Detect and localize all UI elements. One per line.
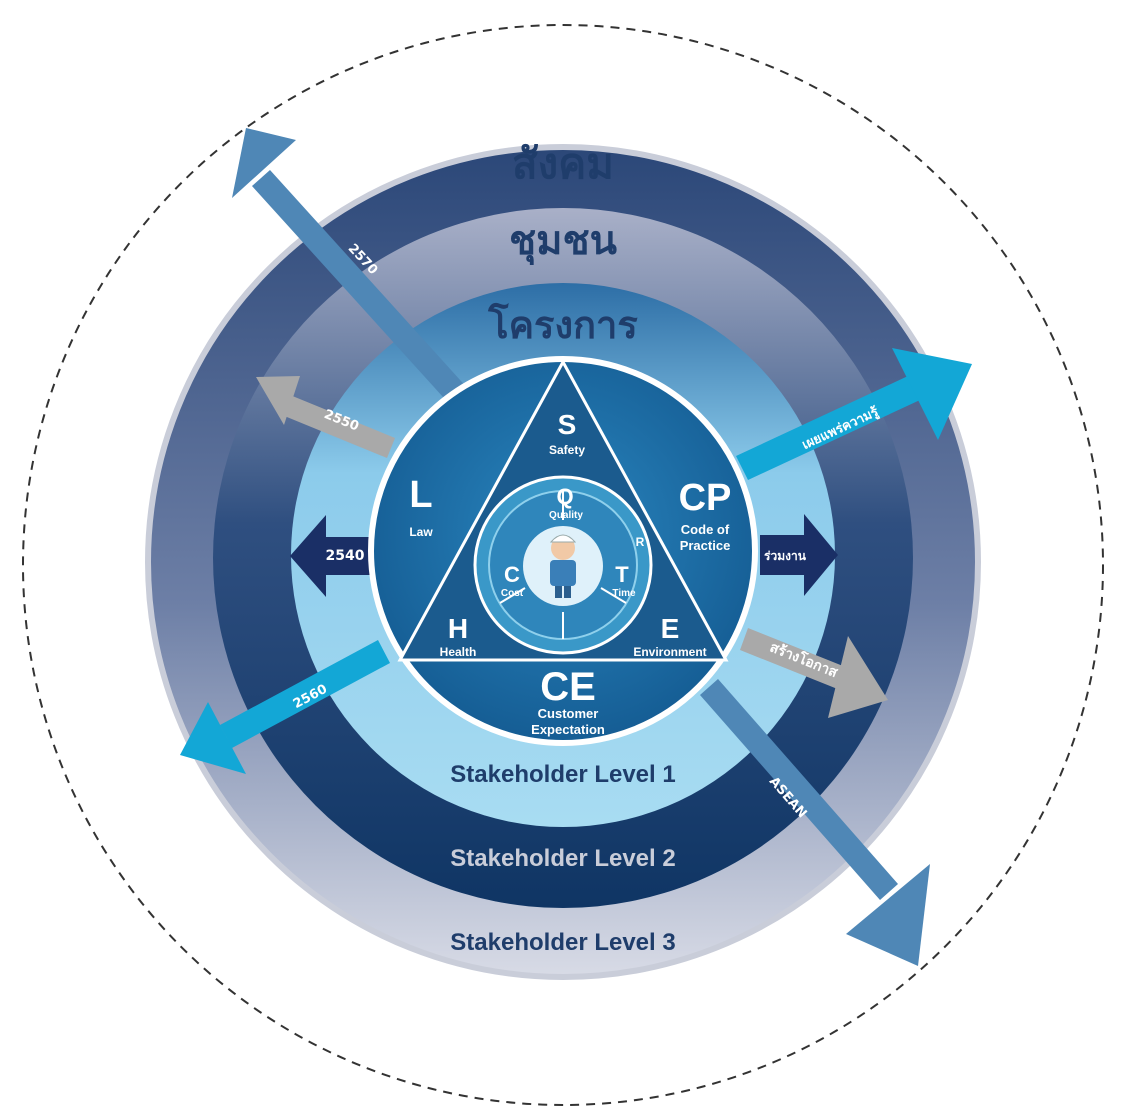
divider-right <box>600 587 627 604</box>
customer-expectation-label-1: Customer <box>538 706 599 721</box>
quality-letter: Q <box>556 484 573 509</box>
law-letter: L <box>409 474 432 516</box>
ring-label-project: โครงการ <box>487 302 638 347</box>
arrow-opportunity <box>740 628 888 718</box>
time-label: Time <box>612 588 636 599</box>
worker-figure-icon <box>523 526 603 606</box>
customer-expectation-label-2: Expectation <box>531 722 605 737</box>
customer-expectation-letter: CE <box>540 665 596 709</box>
r-letter: R <box>636 535 645 549</box>
cost-label: Cost <box>501 588 524 599</box>
time-letter: T <box>615 562 629 587</box>
level1-label: Stakeholder Level 1 <box>450 761 675 788</box>
arrow-join <box>760 514 838 596</box>
safety-letter: S <box>558 409 577 440</box>
safety-label: Safety <box>549 443 585 457</box>
arrow-share-knowledge <box>736 348 972 480</box>
outer-dashed-boundary <box>22 24 1104 1106</box>
code-of-practice-label-2: Practice <box>680 538 731 553</box>
divider-left <box>499 587 526 604</box>
level3-ring-edge <box>145 144 981 980</box>
health-letter: H <box>448 613 468 644</box>
law-label: Law <box>409 525 433 539</box>
arrow-2560 <box>180 640 390 774</box>
ring-label-society: สังคม <box>512 139 614 188</box>
code-of-practice-letter: CP <box>679 477 732 519</box>
health-label: Health <box>440 645 477 659</box>
cost-letter: C <box>504 562 520 587</box>
arrow-2570 <box>232 128 480 418</box>
code-of-practice-label-1: Code of <box>681 522 730 537</box>
arrow-2540 <box>290 515 378 597</box>
arrow-join-label: ร่วมงาน <box>764 549 807 563</box>
level3-label: Stakeholder Level 3 <box>450 929 675 956</box>
arrow-2540-label: 2540 <box>326 548 365 564</box>
environment-letter: E <box>661 613 680 644</box>
quality-label: Quality <box>549 510 583 521</box>
level2-label: Stakeholder Level 2 <box>450 845 675 872</box>
environment-label: Environment <box>633 645 706 659</box>
arrow-asean <box>700 679 930 966</box>
arrow-2550 <box>256 376 395 458</box>
ring-label-community: ชุมชน <box>509 218 617 266</box>
